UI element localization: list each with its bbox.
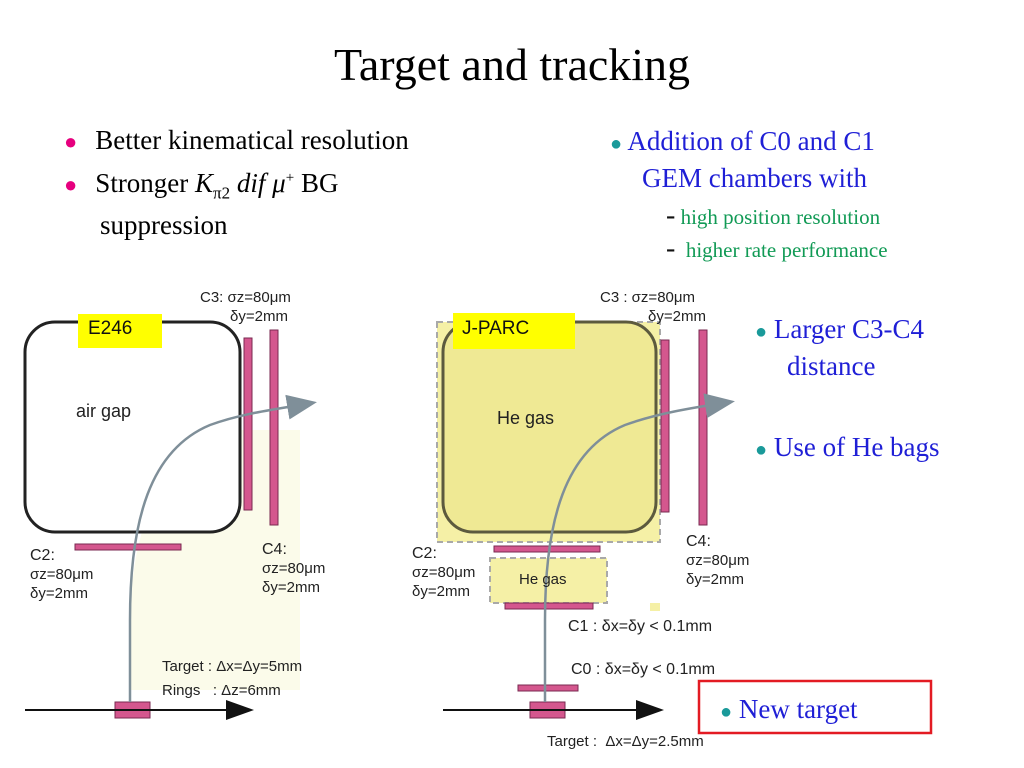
e246-c4-label: C4: σz=80μm δy=2mm: [262, 541, 326, 596]
bullet-dot-icon: ●: [610, 133, 623, 155]
jparc-track-arrow: [543, 393, 735, 702]
jparc-c4-label: C4: σz=80μm δy=2mm: [686, 533, 750, 588]
bullet-suppression: ●Stronger Kπ2 dif μ+ BG: [64, 168, 339, 203]
jparc-c4-detector: [698, 329, 708, 526]
jparc-c1-label: C1 : δx=δy < 0.1mm: [568, 618, 713, 635]
e246-target-label: Target : Δx=Δy=5mm Rings : Δz=6mm: [162, 658, 303, 699]
jparc-he-gas-label: He gas: [497, 408, 555, 428]
e246-track-arrow: [128, 394, 317, 702]
jparc-c2-detector: [493, 545, 601, 553]
e246-c2-detector: [74, 543, 182, 551]
jparc-c2-label: C2: σz=80μm δy=2mm: [412, 545, 476, 600]
bullet-dot-icon: ●: [755, 321, 768, 343]
jparc-c0-label: C0 : δx=δy < 0.1mm: [571, 661, 716, 678]
he-bags-bullet: ● Use of He bags: [755, 432, 940, 462]
bullet-kinematical: ● Better kinematical resolution: [64, 124, 409, 158]
jparc-tag: J-PARC: [462, 318, 530, 339]
bullet-dot-icon: ●: [64, 172, 78, 197]
jparc-small-he-label: He gas: [519, 571, 567, 588]
c3c4-bullet: ● Larger C3-C4 distance: [755, 314, 925, 381]
jparc-tag-box: [453, 313, 575, 349]
bullet-suppression-line2: suppression: [100, 210, 228, 241]
e246-tag-box: [78, 314, 162, 348]
jparc-c1-detector: [504, 602, 594, 610]
jparc-c3-detector: [660, 339, 670, 513]
e246-air-gap-label: air gap: [76, 401, 132, 421]
e246-c3-detector: [243, 337, 253, 511]
bullet-dot-icon: ●: [755, 439, 768, 461]
new-target-bullet: ● New target: [720, 694, 858, 724]
gem-bullet: ● Addition of C0 and C1 GEM chambers wit…: [610, 126, 875, 193]
left-bullet-list: ● Better kinematical resolution ●Stronger…: [64, 124, 409, 241]
e246-c4-detector: [269, 329, 279, 526]
jparc-small-marker: [650, 603, 660, 611]
jparc-c0-detector: [517, 684, 579, 692]
new-target-box: [697, 679, 933, 735]
jparc-target-label: Target : Δx=Δy=2.5mm: [547, 733, 704, 750]
e246-c3-label: C3: σz=80μm δy=2mm: [200, 289, 291, 325]
e246-c2-label: C2: σz=80μm δy=2mm: [30, 547, 94, 602]
gem-sub-bullets: - high position resolution - higher rate…: [666, 200, 888, 264]
e246-tag: E246: [88, 318, 133, 339]
bullet-dot-icon: ●: [64, 129, 78, 154]
bullet-dot-icon: ●: [720, 701, 733, 723]
bullet-text: Better kinematical resolution: [95, 125, 409, 155]
jparc-c3-label: C3 : σz=80μm δy=2mm: [600, 289, 706, 325]
slide-title: Target and tracking: [333, 39, 691, 90]
